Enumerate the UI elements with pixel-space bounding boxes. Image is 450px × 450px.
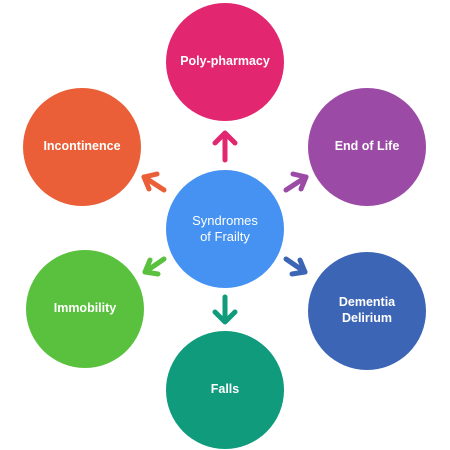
node-incontinence: Incontinence xyxy=(23,88,141,206)
node-falls: Falls xyxy=(166,331,284,449)
node-end-of-life: End of Life xyxy=(308,88,426,206)
node-center-syndromes-of-frailty: Syndromes of Frailty xyxy=(166,170,284,288)
node-label: Incontinence xyxy=(43,139,121,154)
arrow-to-poly-pharmacy xyxy=(212,130,238,163)
node-label: End of Life xyxy=(334,139,400,154)
center-label: Syndromes of Frailty xyxy=(192,212,258,244)
node-poly-pharmacy: Poly-pharmacy xyxy=(166,3,284,121)
node-label: Falls xyxy=(210,382,240,397)
node-dementia-delirium: Dementia Delirium xyxy=(308,252,426,370)
node-label: Immobility xyxy=(53,301,117,316)
node-label: Dementia Delirium xyxy=(338,295,396,325)
arrow-to-immobility xyxy=(142,256,167,277)
arrow-to-falls xyxy=(212,294,238,325)
arrow-to-incontinence xyxy=(141,171,167,193)
arrow-to-dementia-delirium xyxy=(283,256,308,277)
node-label: Poly-pharmacy xyxy=(180,54,270,69)
node-immobility: Immobility xyxy=(26,250,144,368)
arrow-to-end-of-life xyxy=(283,171,309,193)
